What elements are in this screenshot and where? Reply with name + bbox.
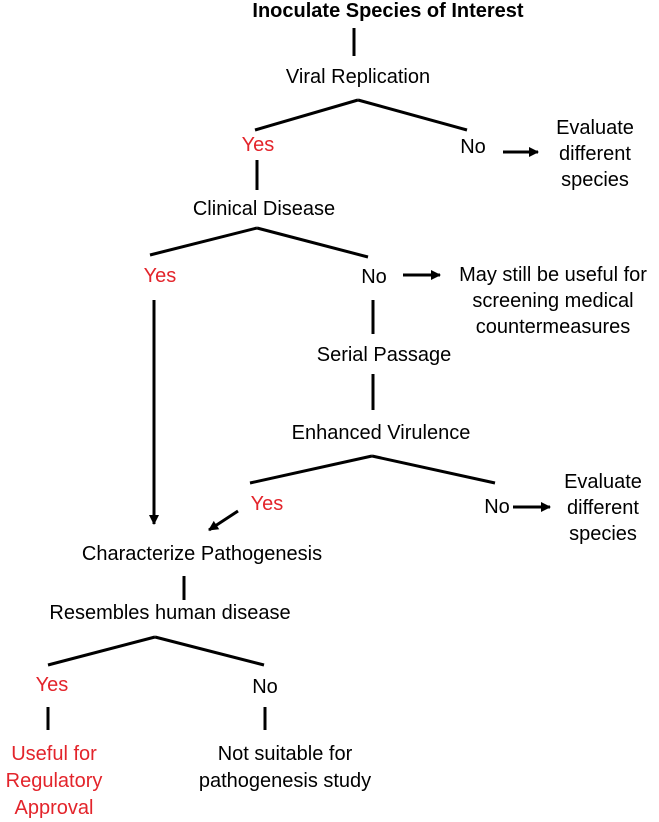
branch-yes-replication: Yes	[241, 134, 275, 156]
outcome-screening-line: May still be useful for	[459, 264, 647, 286]
node-clinical-disease: Clinical Disease	[192, 198, 336, 220]
outcome-regulatory-line: Useful for	[11, 743, 97, 765]
arrow-yes-characterize-1	[208, 509, 239, 532]
outcome-evaluate-2-line: different	[567, 497, 639, 519]
node-characterize-pathogenesis: Characterize Pathogenesis	[81, 543, 323, 565]
node-enhanced-virulence: Enhanced Virulence	[291, 422, 471, 444]
outcome-evaluate-1-line: Evaluate	[556, 117, 634, 139]
branch-no-replication: No	[460, 136, 486, 158]
outcome-evaluate-2-line: species	[569, 523, 637, 545]
split-enhanced-no	[371, 454, 496, 485]
outcome-not-suitable-line: pathogenesis study	[198, 770, 372, 792]
outcome-evaluate-1: Evaluate different species	[556, 115, 634, 193]
split-enhanced-yes	[249, 454, 373, 485]
outcome-evaluate-2: Evaluate different species	[564, 469, 642, 547]
branch-no-enhanced: No	[484, 496, 510, 518]
branch-no-clinical: No	[361, 266, 387, 288]
outcome-screening-line: countermeasures	[475, 316, 631, 338]
branch-yes-enhanced: Yes	[250, 493, 284, 515]
outcome-not-suitable-line: Not suitable for	[217, 743, 353, 765]
split-resembles-no	[154, 635, 265, 667]
split-clinical-yes	[149, 226, 258, 257]
outcome-evaluate-2-line: Evaluate	[564, 471, 642, 493]
outcome-screening-line: screening medical	[472, 290, 634, 312]
outcome-not-suitable: Not suitable for pathogenesis study	[199, 741, 371, 795]
outcome-evaluate-1-line: different	[559, 143, 631, 165]
branch-yes-resembles: Yes	[35, 674, 69, 696]
split-resembles-yes	[47, 635, 156, 667]
outcome-regulatory-line: Approval	[14, 797, 94, 819]
split-clinical-no	[256, 226, 369, 259]
outcome-regulatory-line: Regulatory	[5, 770, 103, 792]
node-resembles-human-disease: Resembles human disease	[49, 602, 291, 624]
split-replication-no	[357, 98, 468, 132]
outcome-evaluate-1-line: species	[561, 169, 629, 191]
node-inoculate: Inoculate Species of Interest	[252, 0, 524, 22]
outcome-regulatory-approval: Useful for Regulatory Approval	[6, 741, 103, 822]
node-viral-replication: Viral Replication	[285, 66, 431, 88]
node-serial-passage: Serial Passage	[316, 344, 452, 366]
outcome-screening: May still be useful for screening medica…	[459, 262, 647, 340]
branch-no-resembles: No	[252, 676, 278, 698]
branch-yes-clinical: Yes	[143, 265, 177, 287]
split-replication-yes	[254, 98, 359, 132]
